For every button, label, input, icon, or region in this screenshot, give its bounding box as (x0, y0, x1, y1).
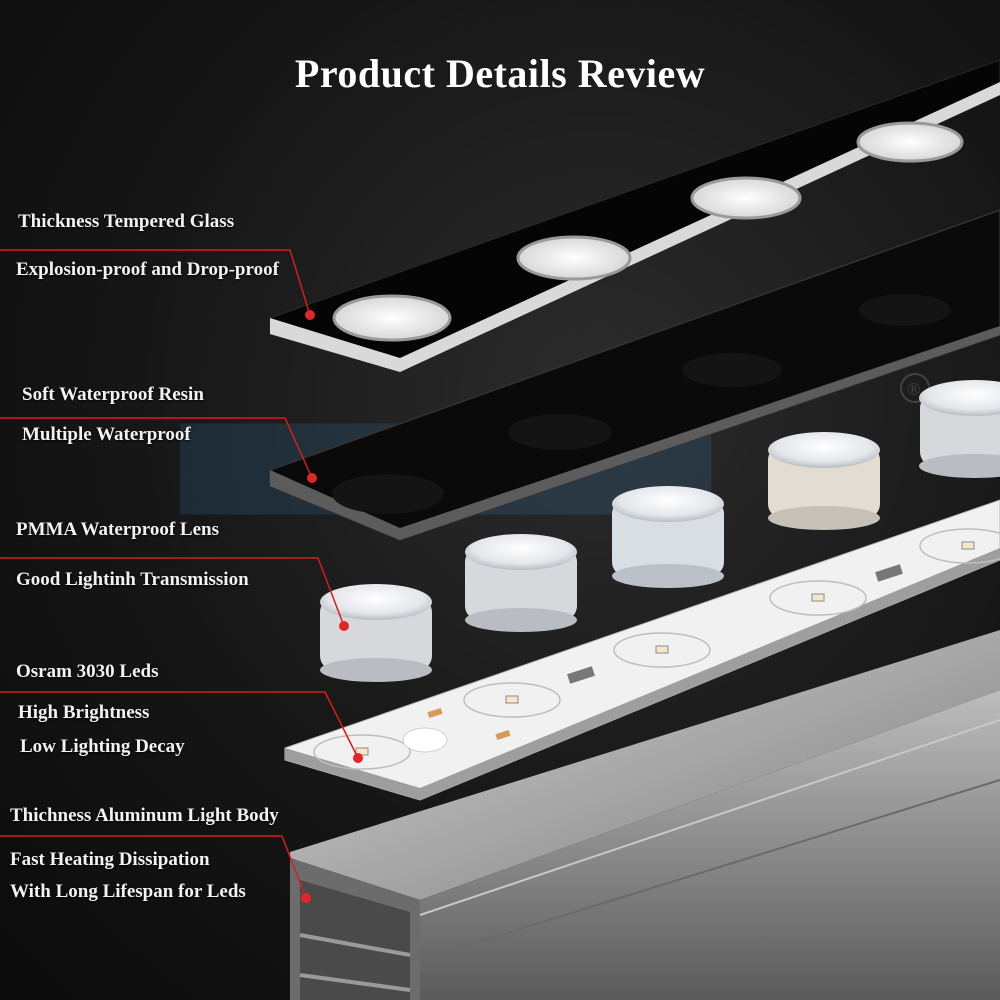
callout-leaders (0, 249, 363, 903)
label-resin-title: Soft Waterproof Resin (22, 384, 204, 405)
label-leds-feature-1: High Brightness (18, 702, 150, 723)
lens-5 (919, 380, 1000, 478)
label-lens-feature: Good Lightinh Transmission (16, 569, 249, 590)
tempered-glass-plate (269, 59, 1000, 373)
label-body-feature-1: Fast Heating Dissipation (10, 849, 210, 870)
registered-mark: ® (907, 379, 921, 399)
label-leds-title: Osram 3030 Leds (16, 661, 159, 682)
label-glass-feature: Explosion-proof and Drop-proof (16, 259, 279, 280)
callout-dot-glass (305, 310, 315, 320)
led-pcb-strip (284, 499, 1000, 801)
label-resin-feature: Multiple Waterproof (22, 424, 191, 445)
lens-3 (612, 486, 724, 588)
callout-dot-lens (339, 621, 349, 631)
callout-dot-resin (307, 473, 317, 483)
label-lens-title: PMMA Waterproof Lens (16, 519, 219, 540)
callout-dot-leds (353, 753, 363, 763)
page-title: Product Details Review (294, 51, 706, 96)
aluminum-light-body (290, 630, 1000, 1000)
lens-2 (465, 534, 577, 632)
callout-dot-body (301, 893, 311, 903)
label-body-title: Thichness Aluminum Light Body (10, 805, 279, 826)
label-glass-title: Thickness Tempered Glass (18, 211, 235, 232)
lens-4 (768, 432, 880, 530)
pmma-lens-row (320, 380, 1000, 682)
label-leds-feature-2: Low Lighting Decay (20, 736, 185, 757)
lens-1 (320, 584, 432, 682)
label-body-feature-2: With Long Lifespan for Leds (10, 881, 246, 902)
waterproof-resin-plate (269, 209, 1000, 541)
